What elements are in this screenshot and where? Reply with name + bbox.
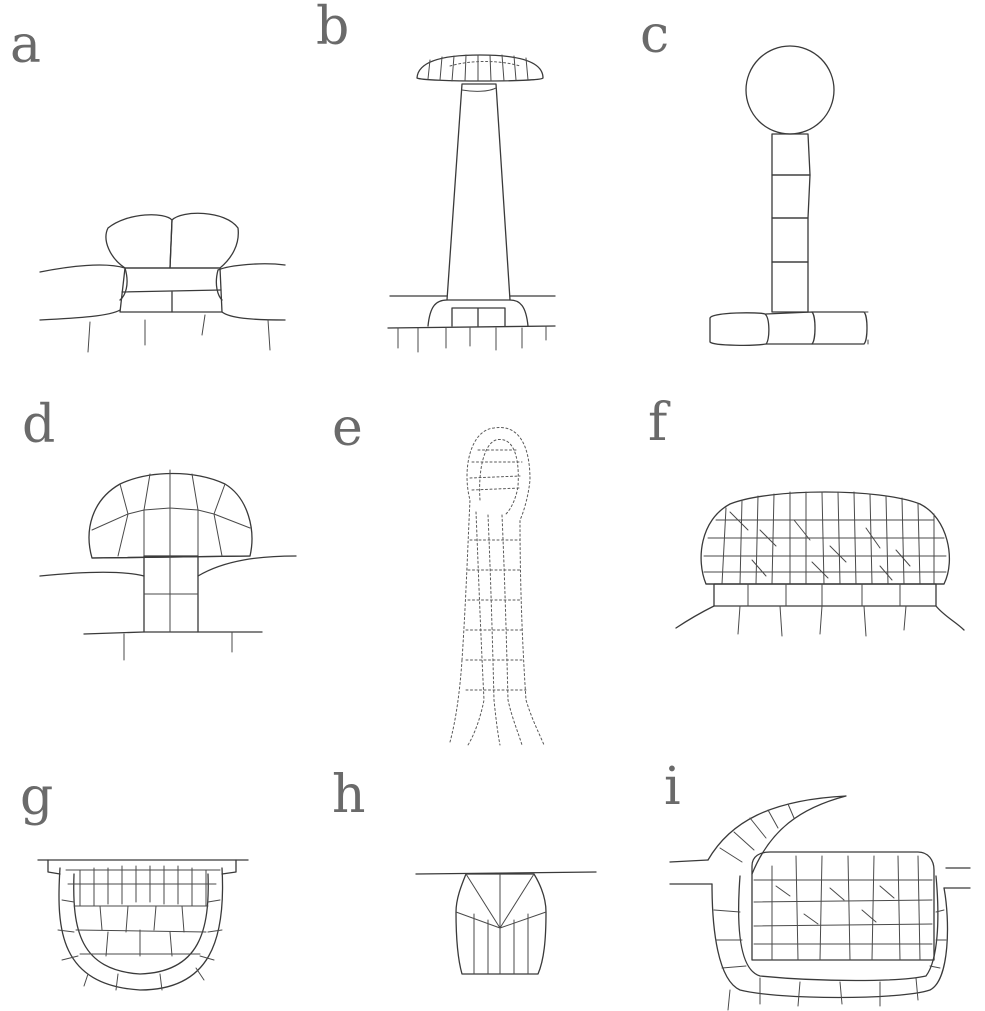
panel-d: d (22, 395, 296, 660)
panel-label-i: i (664, 757, 681, 817)
panel-b: b (316, 0, 555, 352)
panel-label-e: e (332, 398, 363, 458)
panel-label-f: f (648, 393, 671, 453)
panel-label-a: a (10, 15, 41, 75)
panel-i: i (664, 757, 970, 1010)
panel-e: e (332, 398, 544, 745)
panel-label-g: g (20, 767, 53, 827)
panel-label-c: c (640, 5, 669, 65)
panel-c: c (640, 5, 868, 345)
panel-f: f (648, 393, 964, 636)
panel-h: h (332, 765, 596, 974)
panel-a: a (10, 15, 285, 352)
panel-label-d: d (22, 395, 55, 455)
panel-label-h: h (332, 765, 366, 825)
panel-label-b: b (316, 0, 349, 57)
panel-g: g (20, 767, 248, 990)
